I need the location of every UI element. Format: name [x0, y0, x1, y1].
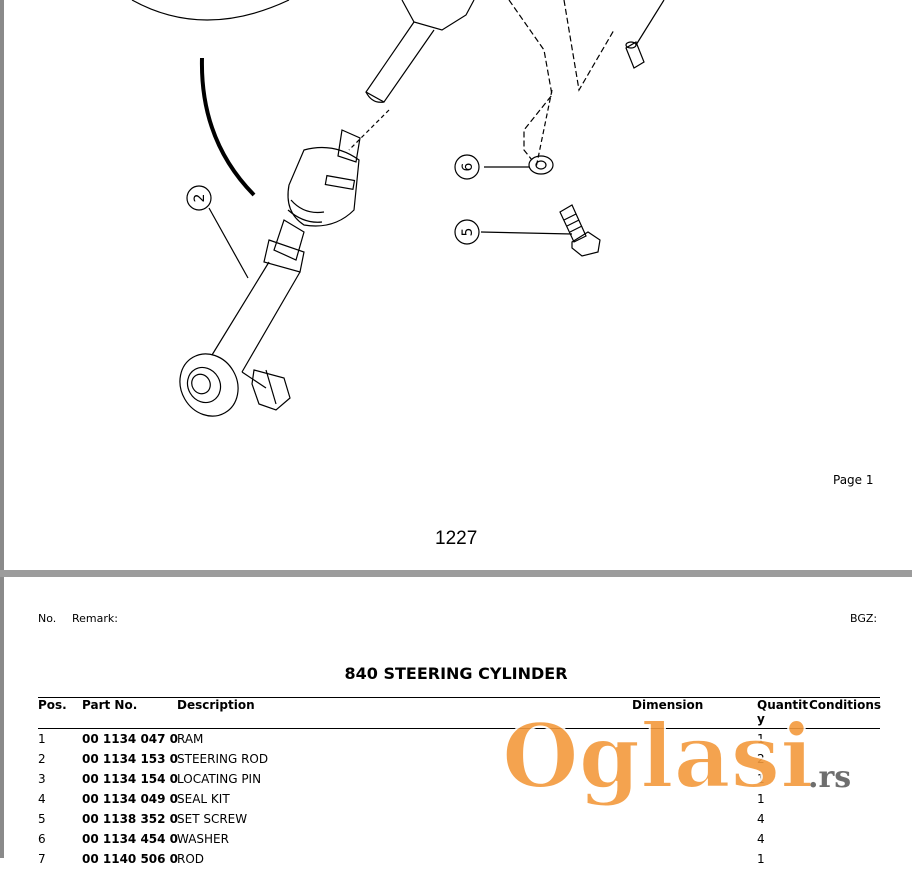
pos-cell: 4	[38, 792, 46, 806]
pos-cell: 1	[38, 732, 46, 746]
oglasi-watermark: Oglasi .rs	[501, 703, 851, 809]
col-description: Description	[177, 698, 255, 712]
set-screw-part	[559, 204, 601, 257]
sheet-title: 840 STEERING CYLINDER	[344, 664, 568, 683]
quantity-cell: 1	[757, 732, 765, 746]
page-label: Page 1	[833, 473, 874, 487]
quantity-cell: 4	[757, 832, 765, 846]
description-cell: WASHER	[177, 832, 229, 846]
page-separator	[0, 570, 912, 577]
watermark-suffix: .rs	[808, 760, 851, 795]
callout-5-leader	[480, 231, 573, 235]
col-dimension: Dimension	[632, 698, 704, 712]
remark-label: Remark:	[72, 612, 118, 625]
steering-rod-part	[179, 129, 361, 417]
col-conditions: Conditions	[809, 698, 882, 712]
pos-cell: 7	[38, 852, 46, 866]
page-number: 1227	[435, 528, 478, 549]
quantity-cell: 1	[757, 852, 765, 866]
part-no-cell: 00 1134 049 0	[82, 792, 179, 806]
cylinder-body-outline	[131, 0, 290, 21]
description-cell: SET SCREW	[177, 812, 248, 826]
description-cell: RAM	[177, 732, 204, 746]
part-no-cell: 00 1140 506 0	[82, 852, 179, 866]
leader-dashed	[508, 0, 553, 161]
hose-outline	[199, 57, 256, 197]
pos-cell: 6	[38, 832, 46, 846]
description-cell: SEAL KIT	[177, 792, 230, 806]
callout-2-label: 2	[192, 194, 208, 203]
steering-cylinder-drawing: 2 6 5	[131, 0, 665, 417]
description-cell: ROD	[177, 852, 205, 866]
part-no-cell: 00 1138 352 0	[82, 812, 179, 826]
table-top-rule	[38, 697, 880, 698]
col-pos: Pos.	[38, 698, 67, 712]
ram-part	[365, 0, 475, 103]
part-no-cell: 00 1134 047 0	[82, 732, 179, 746]
assembly-line	[348, 109, 390, 151]
part-no-cell: 00 1134 154 0	[82, 772, 179, 786]
watermark-brand: Oglasi	[502, 704, 814, 808]
quantity-cell: 2	[757, 752, 765, 766]
table-header-rule	[38, 728, 880, 729]
callout-2-leader	[208, 207, 249, 279]
bgz-label: BGZ:	[850, 612, 878, 625]
washer-part	[528, 155, 554, 175]
callout-6-label: 6	[460, 162, 476, 171]
col-quantity: Quantit y	[757, 698, 808, 726]
viewer-left-border	[0, 0, 4, 858]
pos-cell: 3	[38, 772, 46, 786]
parts-list-page: No. Remark: BGZ: 840 STEERING CYLINDER P…	[4, 577, 912, 866]
part-no-cell: 00 1134 153 0	[82, 752, 179, 766]
drawing-page: 2 6 5 Page 1 1227	[4, 0, 912, 570]
locating-pin-part	[625, 41, 645, 69]
callout-6-circle	[454, 154, 480, 180]
pos-cell: 5	[38, 812, 46, 826]
quantity-cell: 1	[757, 792, 765, 806]
pos-cell: 2	[38, 752, 46, 766]
quantity-cell: 1	[757, 772, 765, 786]
part-no-cell: 00 1134 454 0	[82, 832, 179, 846]
col-part-no: Part No.	[82, 698, 138, 712]
no-label: No.	[38, 612, 57, 625]
description-cell: STEERING ROD	[177, 752, 269, 766]
quantity-cell: 4	[757, 812, 765, 826]
description-cell: LOCATING PIN	[177, 772, 262, 786]
callout-5-label: 5	[460, 228, 476, 237]
callout-2-circle	[186, 185, 212, 211]
callout-5-circle	[454, 219, 480, 245]
